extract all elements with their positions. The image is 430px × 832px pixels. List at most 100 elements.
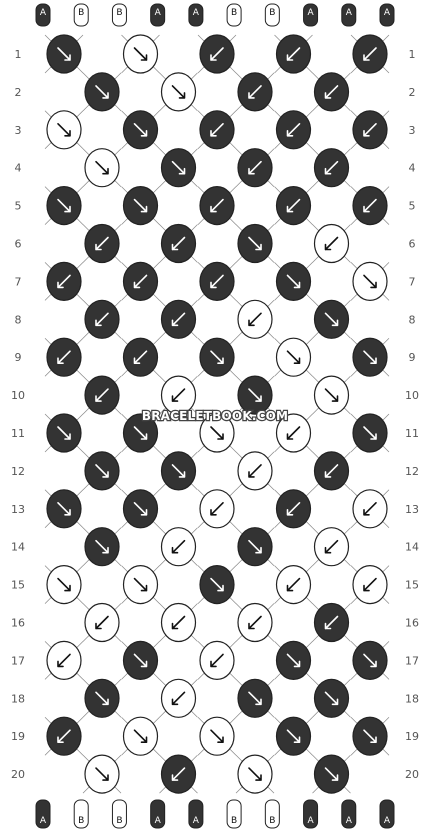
arrow-down-left-icon (324, 85, 339, 99)
knot (199, 186, 235, 226)
arrow-down-right-icon (363, 350, 377, 364)
knot (84, 754, 120, 794)
arrow-down-left-icon (210, 47, 224, 61)
knot (275, 489, 312, 529)
string-end-bottom (341, 799, 357, 829)
arrow-down-left-icon (171, 615, 186, 630)
knot (160, 72, 197, 112)
row-number-right: 14 (405, 541, 419, 554)
arrow-down-right-icon (210, 426, 224, 440)
knot (160, 223, 197, 264)
arrow-down-right-icon (57, 123, 71, 137)
row-number-right: 16 (405, 617, 419, 630)
knot (352, 110, 388, 150)
arrow-down-right-icon (210, 729, 224, 743)
knot (160, 754, 197, 794)
knot (122, 261, 159, 301)
string-label: B (78, 8, 84, 18)
knot (199, 110, 235, 150)
arrow-down-right-icon (133, 123, 148, 137)
arrow-down-left-icon (171, 388, 186, 402)
row-number-right: 7 (409, 275, 416, 288)
knot (122, 337, 159, 377)
row-number-left: 1 (15, 48, 22, 61)
string-end-bottom (111, 799, 127, 829)
knot (313, 223, 350, 264)
arrow-down-left-icon (210, 198, 224, 213)
arrow-down-left-icon (286, 198, 301, 213)
arrow-down-right-icon (95, 160, 109, 175)
row-number-right: 3 (409, 124, 416, 137)
arrow-down-left-icon (363, 47, 377, 61)
knot (313, 754, 350, 794)
string-end-bottom (150, 799, 166, 829)
arrow-down-right-icon (133, 729, 148, 743)
knot (84, 527, 120, 567)
arrow-down-right-icon (363, 653, 377, 668)
knot (237, 223, 273, 264)
arrow-down-left-icon (171, 691, 186, 706)
knot (46, 640, 82, 681)
string-label: B (231, 8, 237, 18)
row-number-right: 8 (409, 313, 416, 326)
arrow-down-left-icon (286, 47, 301, 61)
arrow-down-right-icon (57, 577, 71, 592)
string-end-top (111, 3, 127, 27)
arrow-down-left-icon (210, 653, 224, 668)
string-end-bottom (226, 799, 242, 829)
arrow-down-right-icon (133, 653, 148, 668)
row-number-left: 14 (11, 541, 25, 554)
row-number-left: 10 (11, 389, 25, 402)
arrow-down-left-icon (363, 198, 377, 213)
arrow-down-right-icon (248, 767, 262, 781)
knot (46, 337, 82, 377)
knot (122, 110, 159, 150)
arrow-down-left-icon (210, 502, 224, 516)
arrow-down-right-icon (133, 426, 148, 440)
knot (84, 223, 120, 264)
string-label: B (231, 816, 237, 826)
knot (46, 110, 82, 150)
knot (313, 678, 350, 718)
knot (46, 34, 82, 74)
knot (352, 489, 388, 529)
arrow-down-right-icon (133, 502, 148, 516)
arrow-down-right-icon (324, 691, 339, 706)
knot (352, 261, 388, 301)
arrow-down-right-icon (133, 47, 148, 61)
arrow-down-right-icon (324, 312, 339, 327)
knot (237, 527, 273, 567)
knot (313, 602, 350, 643)
knot (237, 299, 273, 339)
knot (122, 413, 159, 453)
knot (237, 754, 273, 794)
arrow-down-right-icon (248, 236, 262, 251)
arrow-down-left-icon (57, 350, 71, 364)
arrow-down-right-icon (95, 691, 109, 706)
string-label: A (307, 8, 314, 18)
knot (275, 337, 312, 377)
knot (352, 640, 388, 681)
arrow-down-right-icon (95, 539, 109, 554)
knot (313, 375, 350, 415)
knot (199, 564, 235, 605)
arrow-down-right-icon (133, 577, 148, 592)
arrow-down-left-icon (210, 123, 224, 137)
row-number-right: 19 (405, 730, 419, 743)
knot (237, 148, 273, 188)
row-number-left: 5 (15, 200, 22, 213)
arrow-down-left-icon (363, 577, 377, 592)
arrow-down-left-icon (171, 312, 186, 327)
string-end-bottom (264, 799, 280, 829)
knot (84, 299, 120, 339)
arrow-down-left-icon (324, 160, 339, 175)
knot (199, 413, 235, 453)
knot (84, 451, 120, 491)
knot (352, 413, 388, 453)
arrow-down-left-icon (324, 615, 339, 630)
row-number-right: 11 (405, 427, 419, 440)
arrow-down-left-icon (286, 577, 301, 592)
row-number-left: 4 (15, 162, 22, 175)
